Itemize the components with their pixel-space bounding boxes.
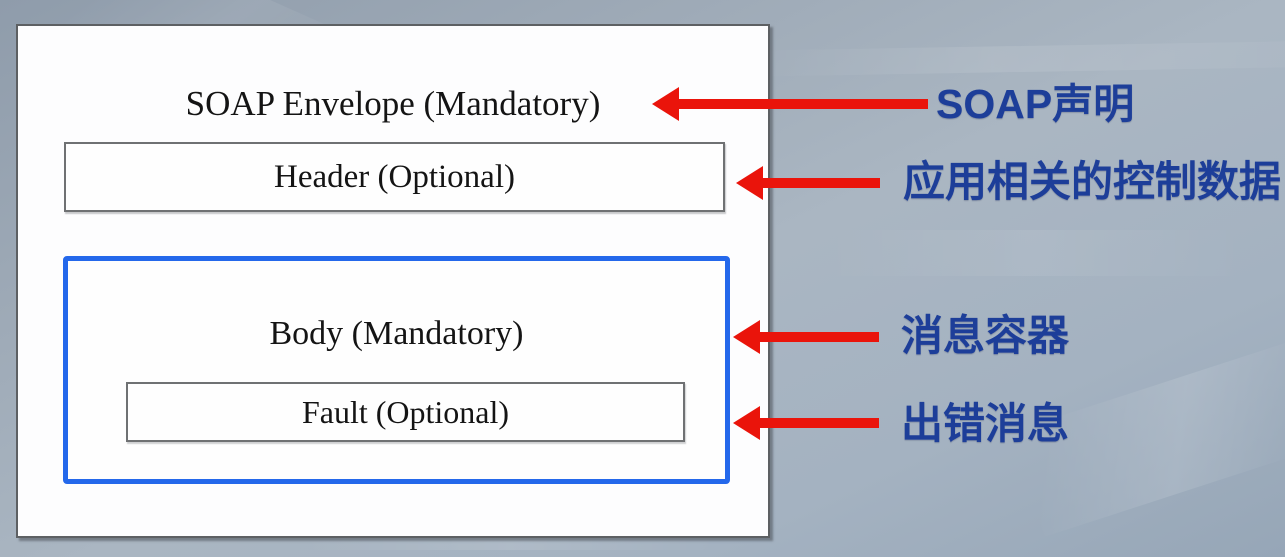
header-box: Header (Optional) — [64, 142, 725, 212]
arrow-shaft — [763, 178, 880, 188]
arrow-shaft — [760, 418, 879, 428]
arrow-shaft — [679, 99, 928, 109]
left-arrowhead-icon — [733, 406, 760, 440]
arrow-to-header — [736, 166, 880, 200]
arrow-shaft — [760, 332, 879, 342]
background-streak — [820, 230, 1250, 276]
left-arrowhead-icon — [733, 320, 760, 354]
annotation-soap-declaration: SOAP声明 — [936, 81, 1135, 127]
annotation-error-message: 出错消息 — [901, 400, 1070, 447]
fault-box: Fault (Optional) — [126, 382, 685, 442]
header-label: Header (Optional) — [274, 158, 515, 195]
left-arrowhead-icon — [652, 87, 679, 121]
arrow-to-envelope — [652, 87, 928, 121]
soap-envelope-label: SOAP Envelope (Mandatory) — [185, 84, 601, 123]
arrow-to-body — [733, 320, 879, 354]
arrow-to-fault — [733, 406, 879, 440]
annotation-message-container: 消息容器 — [901, 312, 1070, 359]
fault-label: Fault (Optional) — [301, 393, 510, 430]
body-label: Body (Mandatory) — [269, 315, 524, 352]
body-box: Body (Mandatory) Fault (Optional) — [63, 256, 730, 484]
background-streak — [739, 41, 1285, 77]
soap-envelope-box: SOAP Envelope (Mandatory) Header (Option… — [16, 24, 770, 538]
annotation-app-control-data: 应用相关的控制数据 — [903, 158, 1282, 205]
left-arrowhead-icon — [736, 166, 763, 200]
